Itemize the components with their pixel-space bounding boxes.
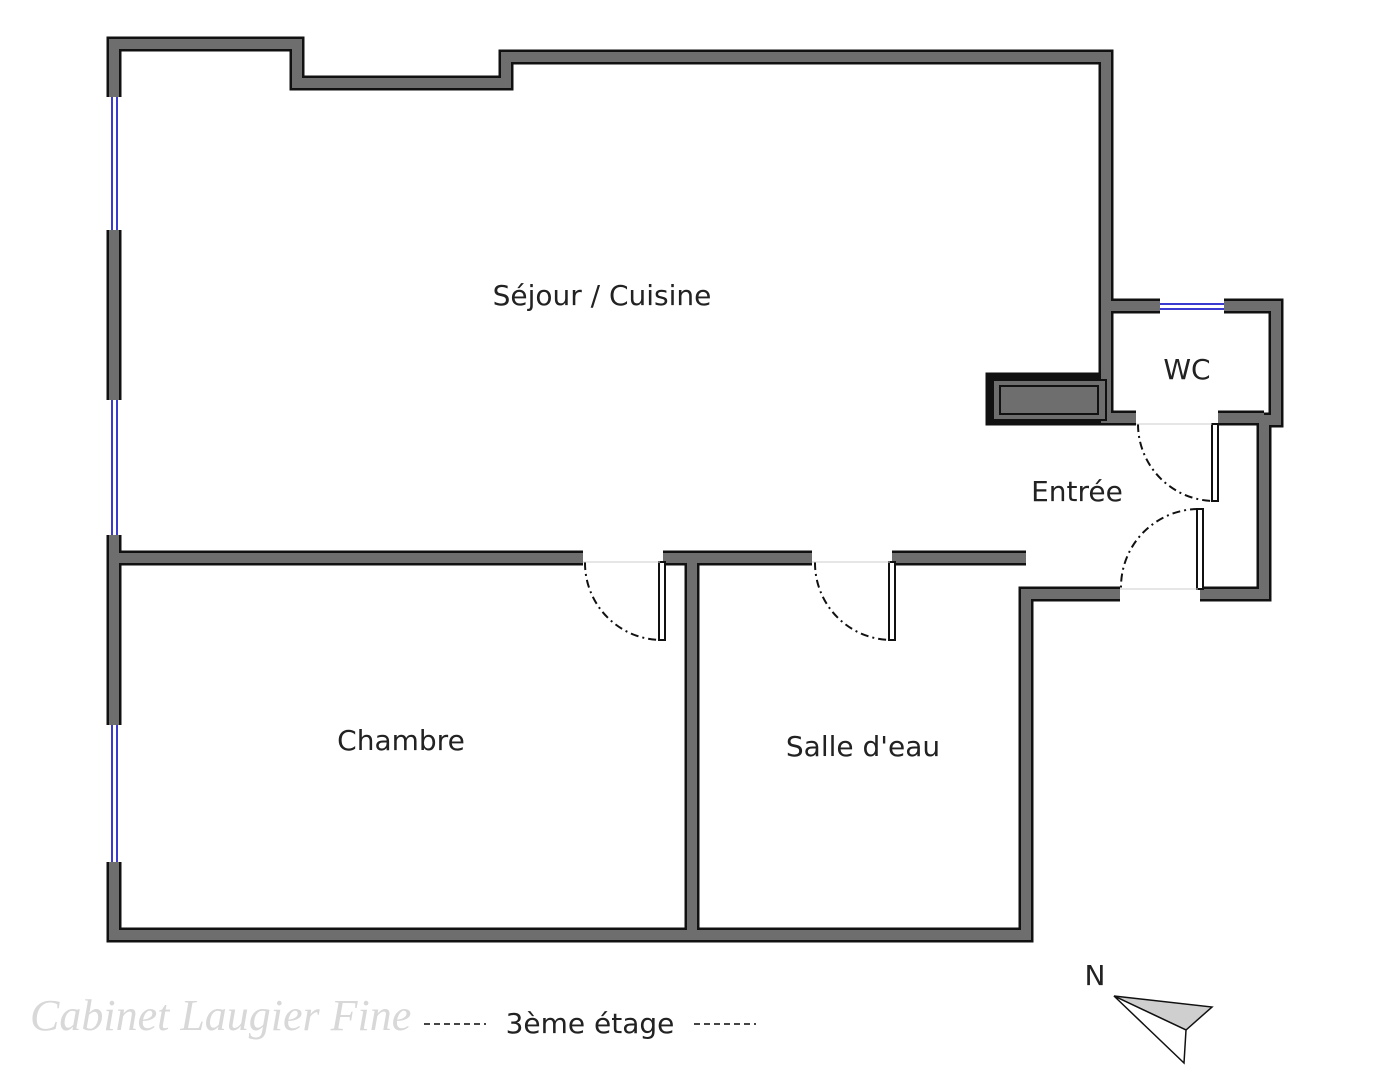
floor-label: 3ème étage xyxy=(506,1007,675,1040)
north-arrow-icon: N xyxy=(1085,959,1214,1065)
door-chambre xyxy=(583,561,666,641)
north-label: N xyxy=(1085,959,1106,992)
room-label-chambre: Chambre xyxy=(337,724,465,757)
doors xyxy=(583,423,1219,641)
watermark: Cabinet Laugier Fine xyxy=(30,991,411,1040)
room-label-salle-d-eau: Salle d'eau xyxy=(786,730,940,763)
walls xyxy=(106,36,1284,943)
room-label-wc: WC xyxy=(1163,353,1210,386)
room-label-entree: Entrée xyxy=(1031,475,1123,508)
door-salle-d-eau xyxy=(812,561,896,641)
door-entree xyxy=(1119,508,1204,590)
door-wc xyxy=(1136,423,1219,502)
windows xyxy=(111,97,1224,862)
room-label-sejour-cuisine: Séjour / Cuisine xyxy=(493,279,712,312)
